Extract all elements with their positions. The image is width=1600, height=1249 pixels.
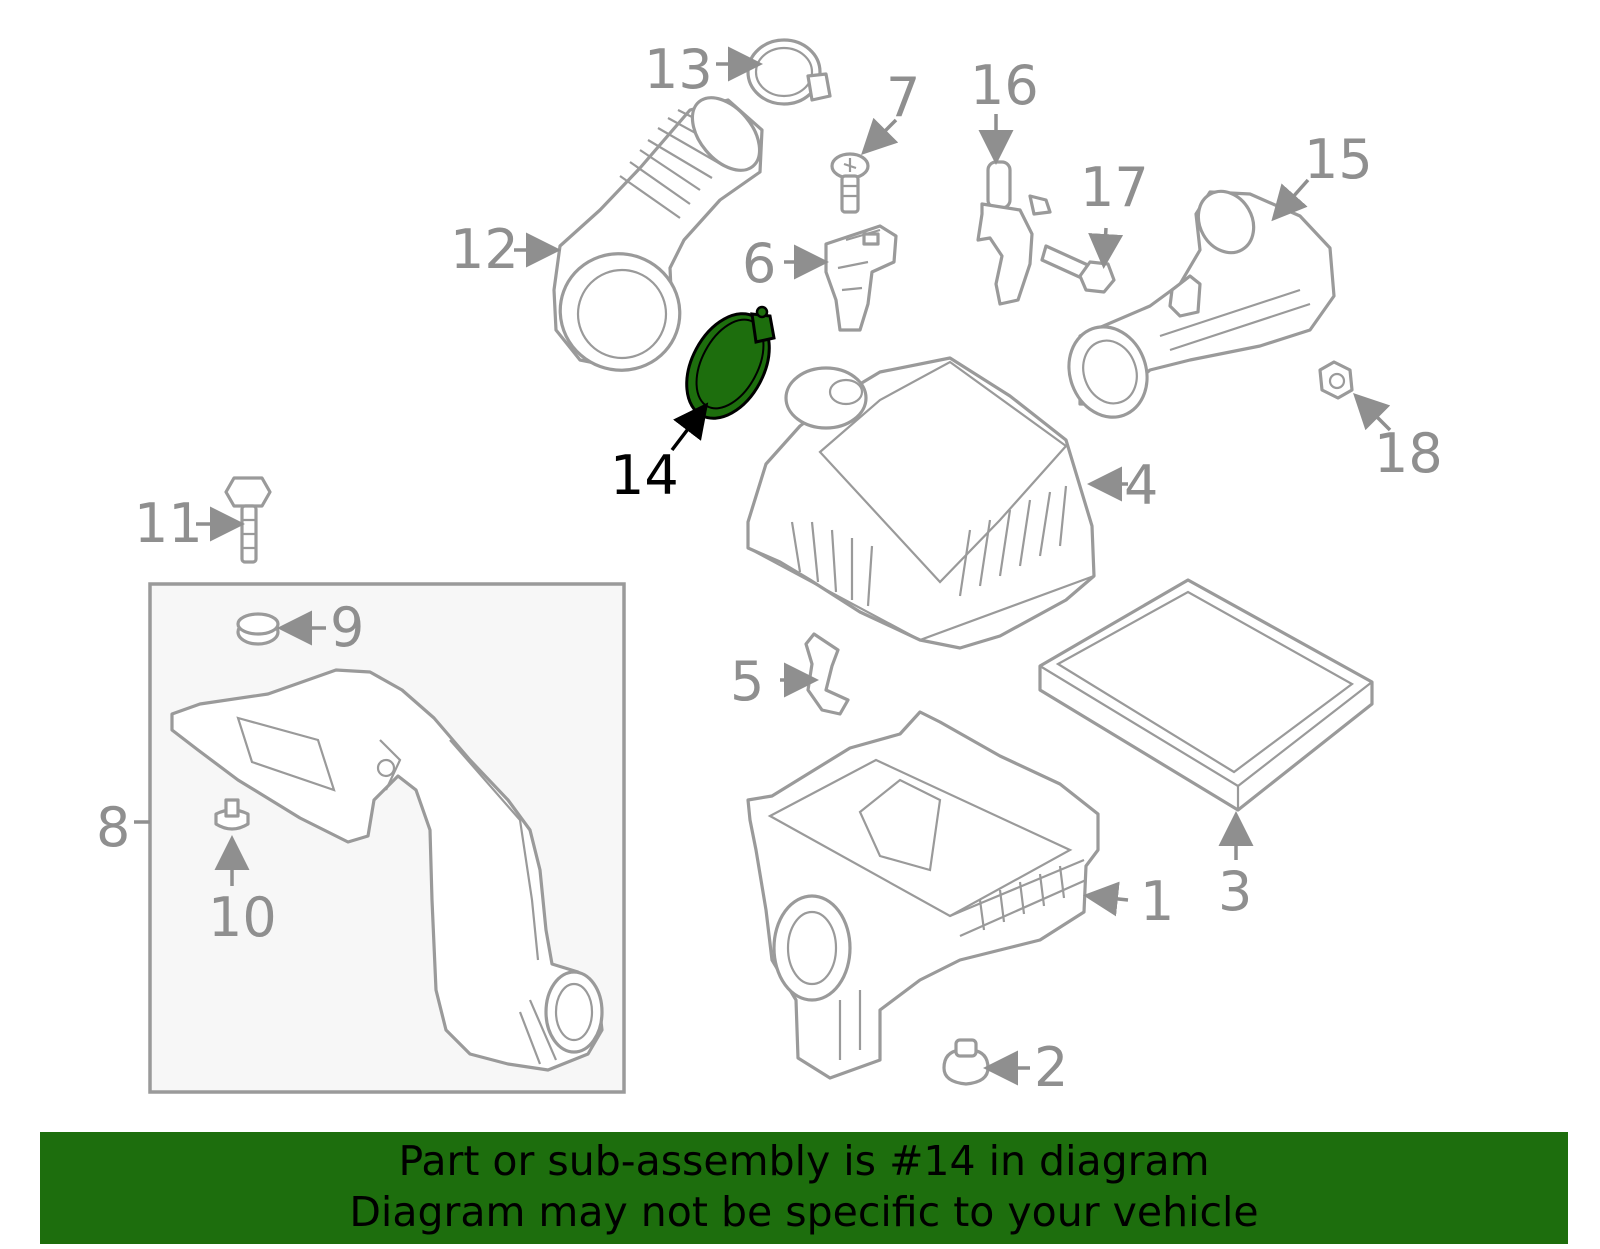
- callout-18: 18: [1374, 422, 1443, 485]
- part-17-bolt: [1040, 244, 1116, 294]
- callout-16: 16: [970, 54, 1039, 117]
- info-banner: Part or sub-assembly is #14 in diagram D…: [40, 1132, 1568, 1244]
- part-8-resonator-inset: [148, 582, 626, 1094]
- part-18-nut: [1318, 360, 1354, 400]
- part-13-clamp: [746, 38, 832, 106]
- callout-14-highlighted: 14: [610, 444, 679, 507]
- part-11-bolt: [224, 476, 272, 564]
- callout-15: 15: [1304, 128, 1373, 191]
- callout-7: 7: [886, 66, 920, 129]
- callout-2: 2: [1034, 1036, 1068, 1099]
- callout-1: 1: [1140, 870, 1174, 933]
- part-15-air-duct: [1067, 189, 1336, 419]
- part-6-mass-airflow-sensor: [824, 224, 898, 332]
- part-1-lower-housing: [746, 710, 1100, 1080]
- callout-12: 12: [450, 218, 519, 281]
- callout-4: 4: [1124, 454, 1158, 517]
- callout-10: 10: [208, 886, 277, 949]
- part-14-clamp-highlighted: [685, 305, 776, 420]
- part-12-air-hose: [552, 96, 764, 372]
- callout-3: 3: [1218, 860, 1252, 923]
- callout-17: 17: [1080, 156, 1149, 219]
- banner-line-1: Part or sub-assembly is #14 in diagram: [398, 1137, 1210, 1185]
- part-4-upper-housing: [746, 356, 1096, 650]
- part-7-screw: [830, 152, 870, 214]
- callout-13: 13: [644, 38, 713, 101]
- part-5-clip: [804, 632, 850, 716]
- callout-6: 6: [742, 232, 776, 295]
- callout-9: 9: [330, 596, 364, 659]
- callout-11: 11: [134, 492, 203, 555]
- part-16-bracket: [976, 160, 1052, 306]
- part-3-air-filter: [1038, 578, 1374, 812]
- callout-5: 5: [730, 650, 764, 713]
- banner-line-2: Diagram may not be specific to your vehi…: [349, 1188, 1259, 1236]
- part-2-grommet: [942, 1038, 990, 1086]
- callout-8: 8: [96, 796, 130, 859]
